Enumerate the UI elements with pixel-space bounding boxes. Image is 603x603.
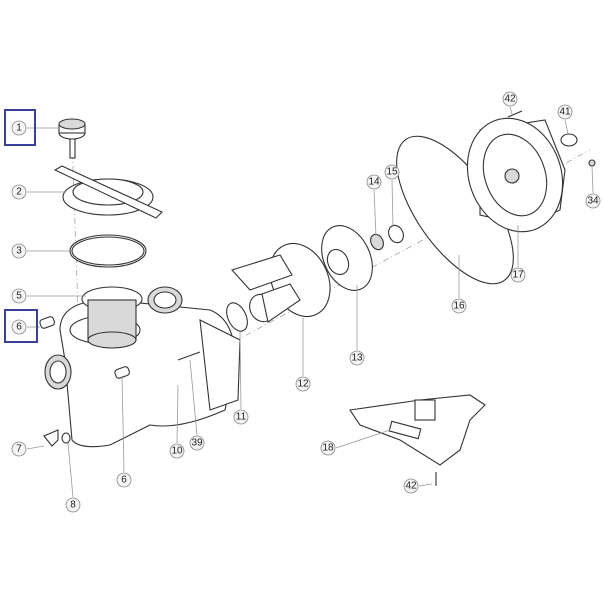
vertical-axis-line [71, 139, 79, 311]
callout-label: 12 [297, 379, 309, 390]
part-diffuser[interactable] [231, 234, 341, 327]
part-screw-top[interactable] [507, 110, 523, 118]
callout-label: 18 [322, 443, 334, 454]
part-diffuser-oring[interactable] [223, 300, 252, 335]
part-base[interactable] [349, 394, 486, 466]
callout-11[interactable]: 11 [233, 409, 249, 425]
callout-41[interactable]: 41 [557, 104, 573, 120]
part-seal-seat[interactable] [386, 223, 406, 245]
callout-17[interactable]: 17 [510, 267, 526, 283]
part-nut[interactable] [588, 159, 596, 167]
callout-label: 5 [16, 291, 22, 302]
callout-label: 2 [16, 187, 22, 198]
callout-42-bottom[interactable]: 42 [403, 478, 419, 494]
callout-label: 14 [368, 177, 380, 188]
part-small-oring[interactable] [61, 432, 71, 444]
callout-5[interactable]: 5 [11, 288, 27, 304]
callout-16[interactable]: 16 [451, 298, 467, 314]
callout-label: 15 [386, 167, 398, 178]
callout-42-top[interactable]: 42 [502, 91, 518, 107]
part-drain-screw[interactable] [43, 429, 59, 447]
callout-label: 1 [16, 123, 22, 134]
oring-inner-edge [71, 236, 145, 266]
callout-label: 7 [16, 444, 22, 455]
callout-1[interactable]: 1 [11, 120, 27, 136]
part-strainer-basket[interactable] [81, 286, 143, 349]
callout-label: 34 [587, 196, 599, 207]
callout-label: 17 [512, 270, 524, 281]
callout-label: 6 [121, 475, 127, 486]
part-washer[interactable] [560, 133, 578, 147]
callout-label: 41 [559, 107, 571, 118]
callout-34[interactable]: 34 [585, 193, 601, 209]
callout-15[interactable]: 15 [384, 164, 400, 180]
part-drain-plug[interactable] [39, 316, 55, 329]
part-knob[interactable] [58, 118, 86, 159]
callout-label: 6 [16, 322, 22, 333]
callout-label: 16 [453, 301, 465, 312]
part-bolt[interactable] [177, 351, 201, 361]
callout-label: 42 [504, 94, 516, 105]
highlight-box-part-1 [4, 109, 36, 146]
callout-18[interactable]: 18 [320, 440, 336, 456]
callout-label: 3 [16, 246, 22, 257]
callout-6[interactable]: 6 [116, 472, 132, 488]
part-drain-plug-2[interactable] [114, 366, 130, 379]
callout-14[interactable]: 14 [366, 174, 382, 190]
part-pump-body[interactable] [59, 299, 241, 448]
callout-label: 42 [405, 481, 417, 492]
callout-3[interactable]: 3 [11, 243, 27, 259]
callout-label: 10 [171, 446, 183, 457]
callout-2[interactable]: 2 [11, 184, 27, 200]
callout-label: 8 [70, 500, 76, 511]
callout-12[interactable]: 12 [295, 376, 311, 392]
part-mechanical-seal[interactable] [368, 232, 386, 252]
callout-8[interactable]: 8 [65, 497, 81, 513]
callout-6-highlighted[interactable]: 6 [11, 319, 27, 335]
callout-39[interactable]: 39 [189, 435, 205, 451]
leader-lines [26, 106, 594, 498]
part-lid[interactable] [53, 165, 163, 219]
highlight-box-part-6 [4, 309, 38, 343]
part-motor-flange[interactable] [452, 105, 578, 245]
part-inlet-union[interactable] [44, 286, 183, 390]
callout-7[interactable]: 7 [11, 441, 27, 457]
callout-13[interactable]: 13 [349, 350, 365, 366]
callout-10[interactable]: 10 [169, 443, 185, 459]
part-impeller[interactable] [312, 217, 382, 298]
callout-label: 39 [191, 438, 203, 449]
callout-label: 13 [351, 353, 363, 364]
callout-label: 11 [236, 412, 247, 423]
